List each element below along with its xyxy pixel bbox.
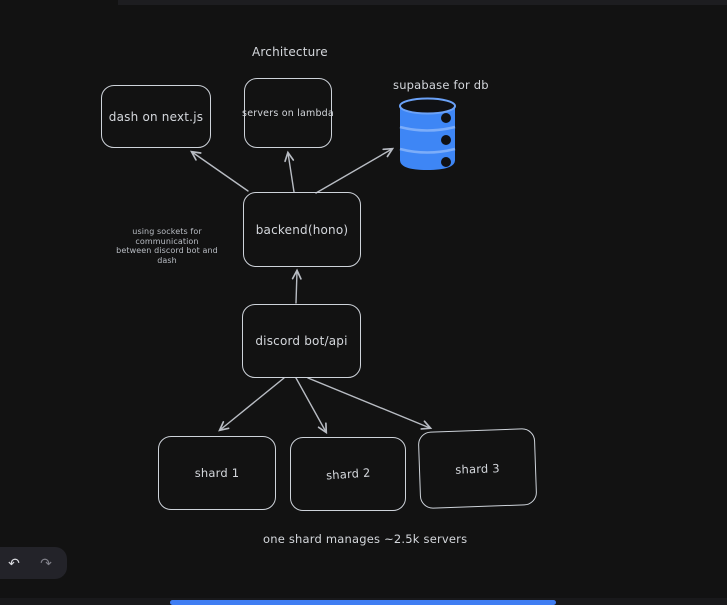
top-window-strip [118,0,727,5]
node-discord[interactable]: discord bot/api [242,304,361,378]
arrow-backend-to-servers[interactable] [288,153,295,193]
redo-icon[interactable]: ↷ [37,554,55,572]
arrow-discord-to-shard1[interactable] [220,377,285,430]
arrow-discord-to-backend[interactable] [296,271,297,304]
sockets-note[interactable]: using sockets for communication between … [108,227,226,265]
sockets-note-line1: using sockets for communication [132,227,202,246]
database-dot-1 [441,113,451,123]
node-discord-label: discord bot/api [255,334,348,348]
database-dot-2 [441,135,451,145]
sockets-note-line2: between discord bot and dash [116,246,218,265]
node-backend-label: backend(hono) [255,222,349,237]
node-dash-label: dash on next.js [108,109,204,124]
arrow-discord-to-shard3[interactable] [307,377,430,428]
node-shard2-label: shard 2 [325,465,371,483]
node-servers-label: servers on lambda [242,107,334,119]
database-top [399,97,456,115]
node-shard1-label: shard 1 [194,466,240,480]
taskbar-highlight-bar [170,600,556,605]
node-dash[interactable]: dash on next.js [101,85,211,148]
shard-caption[interactable]: one shard manages ~2.5k servers [263,532,468,546]
database-band-1 [399,125,456,132]
undo-redo-panel: ↶ ↷ [0,547,67,579]
diagram-title[interactable]: Architecture [252,45,328,59]
undo-icon[interactable]: ↶ [5,554,23,572]
arrow-backend-to-dash[interactable] [192,152,249,192]
node-shard3[interactable]: shard 3 [417,427,538,510]
node-backend[interactable]: backend(hono) [243,192,361,267]
database-icon[interactable] [396,94,460,180]
database-band-2 [399,147,456,154]
db-label[interactable]: supabase for db [393,78,489,92]
node-shard1[interactable]: shard 1 [158,436,276,510]
arrow-backend-to-db[interactable] [315,149,392,194]
database-body [400,106,455,170]
node-shard3-label: shard 3 [455,460,500,477]
node-servers[interactable]: servers on lambda [242,78,334,148]
node-shard2[interactable]: shard 2 [290,437,406,511]
database-dot-3 [441,157,451,167]
arrow-discord-to-shard2[interactable] [295,377,326,432]
